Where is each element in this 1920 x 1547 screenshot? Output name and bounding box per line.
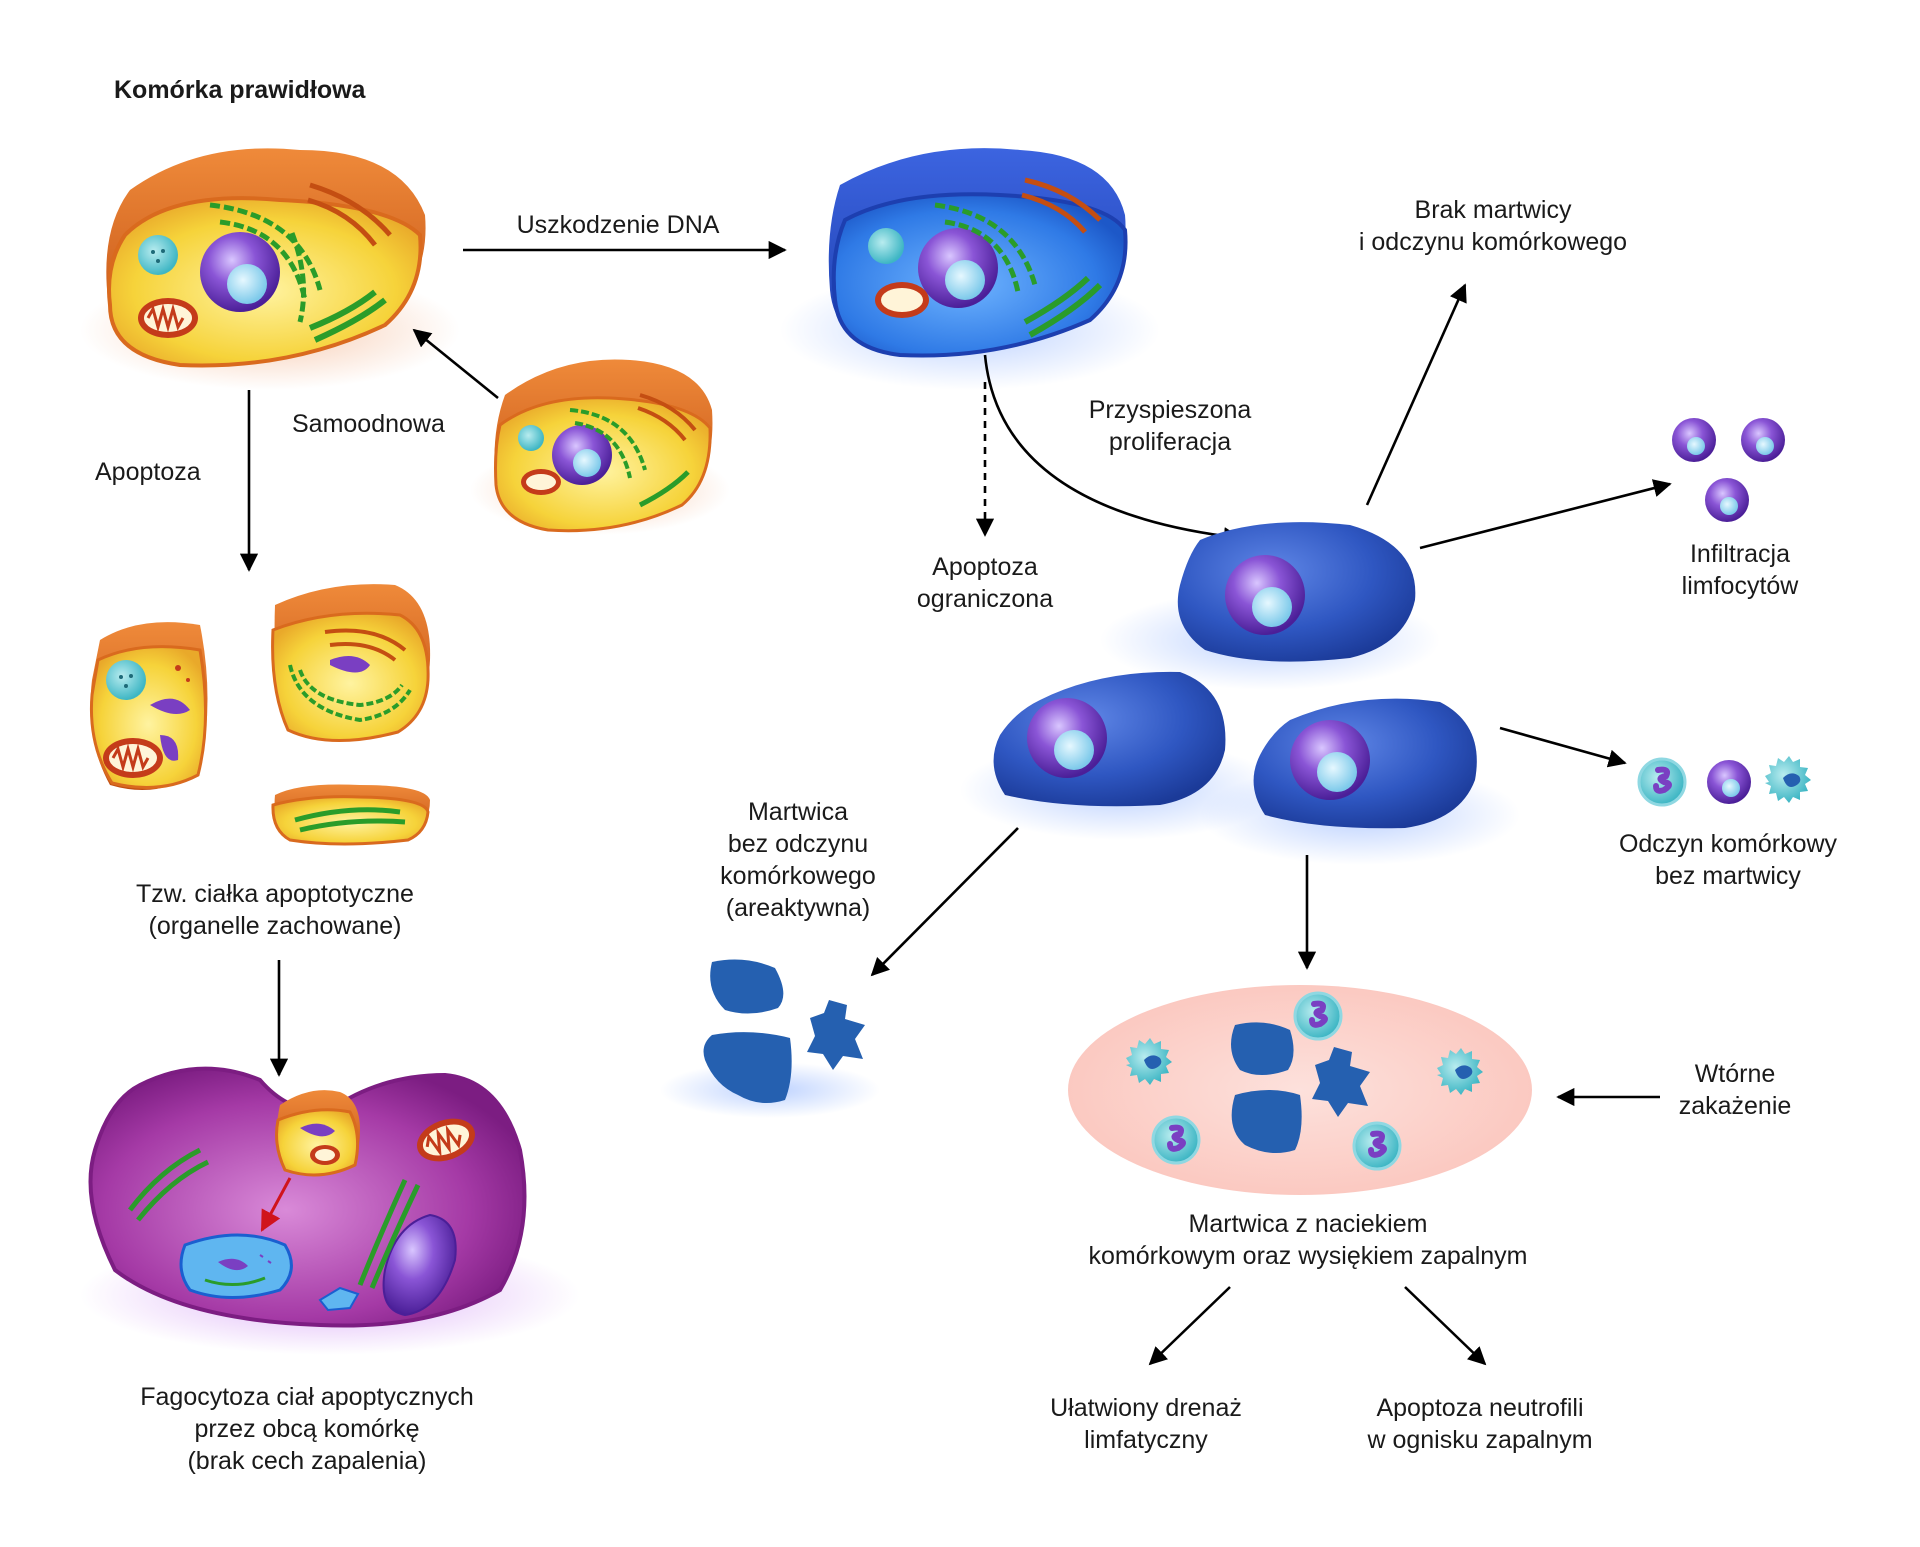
proliferating-cell-right — [1200, 698, 1520, 865]
lymph-drainage-arrow — [1148, 1286, 1231, 1366]
lymphocyte-infiltration-label-2: limfocytów — [1682, 572, 1800, 600]
lymphocyte-infiltration-arrow — [1419, 479, 1672, 550]
neutrophil-apoptosis-label-1: Apoptoza neutrofili — [1376, 1394, 1583, 1422]
cellular-reaction-label-1: Odczyn komórkowy — [1619, 830, 1838, 858]
lymphocytes — [1672, 418, 1785, 522]
phagocytosis-label-2: przez obcą komórkę — [194, 1415, 419, 1443]
lymphocyte-infiltration-label-1: Infiltracja — [1690, 540, 1790, 568]
no-necrosis-label-2: i odczynu komórkowego — [1359, 228, 1627, 256]
secondary-infection-label-2: zakażenie — [1679, 1092, 1792, 1120]
apoptotic-body-top — [271, 584, 431, 743]
no-necrosis-arrow — [1365, 283, 1467, 506]
lymph-drainage-label-1: Ułatwiony drenaż — [1050, 1394, 1242, 1422]
limited-apoptosis-label-1: Apoptoza — [932, 553, 1038, 581]
necrotic-fragments — [660, 959, 880, 1118]
areactive-necrosis-arrow — [870, 827, 1019, 977]
phagocytosis-label-1: Fagocytoza ciał apoptycznych — [140, 1383, 474, 1411]
areactive-necrosis-label-4: (areaktywna) — [726, 894, 871, 922]
proliferation-arrow — [983, 354, 1242, 546]
normal-cell-title: Komórka prawidłowa — [114, 76, 367, 104]
self-renewal-cell — [470, 359, 730, 535]
inflammatory-necrosis-label-2: komórkowym oraz wysiękiem zapalnym — [1088, 1242, 1527, 1270]
limited-apoptosis-label-2: ograniczona — [917, 585, 1053, 613]
no-necrosis-label-1: Brak martwicy — [1415, 196, 1572, 224]
phagocytosis-label-3: (brak cech zapalenia) — [187, 1447, 426, 1475]
cellular-reaction-arrow — [1499, 726, 1627, 768]
cellular-reaction-label-2: bez martwicy — [1655, 862, 1801, 890]
self-renewal-arrow — [412, 328, 499, 400]
apoptotic-body-bottom — [271, 784, 430, 846]
normal-cell — [80, 148, 460, 390]
secondary-infection-label-1: Wtórne — [1695, 1060, 1776, 1088]
damaged-cell — [780, 148, 1160, 390]
inflammatory-necrosis-label-1: Martwica z naciekiem — [1189, 1210, 1428, 1238]
self-renewal-label: Samoodnowa — [292, 410, 445, 438]
apoptotic-bodies-label-2: (organelle zachowane) — [149, 912, 402, 940]
areactive-necrosis-label-3: komórkowego — [720, 862, 876, 890]
apoptosis-label: Apoptoza — [95, 458, 201, 486]
macrophage — [80, 1066, 580, 1355]
neutrophil-apoptosis-arrow — [1404, 1286, 1487, 1366]
areactive-necrosis-label-1: Martwica — [748, 798, 848, 826]
proliferation-label-1: Przyspieszona — [1089, 396, 1252, 424]
proliferating-cells — [960, 522, 1520, 865]
lymph-drainage-label-2: limfatyczny — [1084, 1426, 1208, 1454]
neutrophil-apoptosis-label-2: w ognisku zapalnym — [1366, 1426, 1592, 1454]
areactive-necrosis-label-2: bez odczynu — [728, 830, 868, 858]
apoptotic-body-left — [89, 622, 208, 790]
dna-damage-label: Uszkodzenie DNA — [517, 211, 720, 239]
apoptotic-bodies-label-1: Tzw. ciałka apoptotyczne — [136, 880, 414, 908]
reaction-cells — [1639, 756, 1811, 805]
proliferating-cell-top — [1100, 522, 1440, 690]
proliferation-label-2: proliferacja — [1109, 428, 1231, 456]
apoptotic-bodies — [89, 584, 431, 846]
inflammation-area — [1068, 985, 1532, 1195]
